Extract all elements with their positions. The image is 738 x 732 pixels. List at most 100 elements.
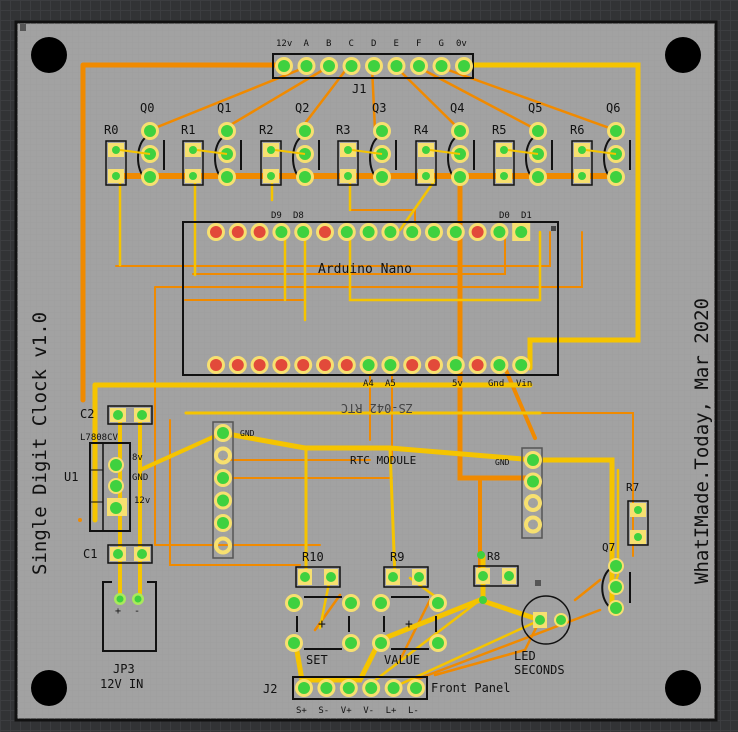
jp3-label: JP3: [113, 662, 135, 676]
pad-center: [515, 226, 528, 238]
minus-label: -: [134, 606, 140, 617]
pad-center: [345, 60, 358, 72]
pad-center: [253, 359, 266, 371]
pad-center: [231, 359, 244, 371]
trace: [274, 149, 306, 155]
mounting-hole: [31, 670, 67, 706]
pad-center: [384, 226, 397, 238]
plus-label: +: [115, 606, 121, 617]
pad-center: [500, 146, 508, 154]
pad-center: [344, 172, 352, 180]
pad-center: [217, 427, 229, 439]
j1-pin-label: 0v: [456, 39, 467, 49]
j2-desc: Front Panel: [431, 681, 510, 695]
pad-center: [340, 359, 353, 371]
pad-center: [376, 171, 388, 183]
j2-pin-label: L-: [408, 706, 419, 716]
pin-label-a4: A4: [363, 379, 374, 389]
resistor-body: [571, 140, 593, 186]
pad-center: [406, 359, 419, 371]
pin-label-d1: D1: [521, 211, 532, 221]
resistor-label: R6: [570, 123, 584, 137]
resistor-body: [260, 140, 282, 186]
pad-center: [189, 172, 197, 180]
pad-center: [454, 125, 466, 137]
trace: [119, 149, 151, 155]
resistor-body: [337, 140, 359, 186]
pad-center: [410, 682, 422, 694]
pad-center: [422, 146, 430, 154]
pad-center: [299, 171, 311, 183]
j1-pin-label: A: [304, 39, 310, 49]
button-label: SET: [306, 653, 328, 667]
button-label: VALUE: [384, 653, 420, 667]
resistor-label: R0: [104, 123, 118, 137]
pad-center: [298, 682, 310, 694]
pad-center: [288, 637, 300, 649]
pad-center: [112, 146, 120, 154]
board-title: Single Digit Clock v1.0: [29, 312, 51, 575]
pad-center: [323, 60, 335, 72]
pad-center: [532, 125, 544, 137]
pad-center: [414, 572, 424, 582]
pad-center: [406, 226, 419, 238]
pad-center: [610, 125, 622, 137]
j1-pin-label: E: [394, 39, 399, 49]
transistor-label: Q5: [528, 101, 542, 115]
pad-center: [532, 171, 544, 183]
pad-center: [297, 226, 310, 238]
pad-center: [326, 572, 336, 582]
pad-center: [375, 637, 387, 649]
pad-center: [267, 146, 275, 154]
transistor-label: Q0: [140, 101, 154, 115]
pad-center: [500, 172, 508, 180]
transistor-label: Q6: [606, 101, 620, 115]
pad-center: [458, 60, 470, 72]
pad-center: [388, 572, 398, 582]
q7-label: Q7: [602, 541, 615, 554]
resistor-label: R5: [492, 123, 506, 137]
pad-center: [210, 226, 222, 238]
pad-center: [231, 226, 244, 238]
pad-center: [384, 359, 397, 371]
pad-center: [432, 597, 444, 609]
pad-center: [297, 359, 310, 371]
pad-center: [217, 517, 229, 529]
pad-center: [428, 226, 440, 238]
pad-center: [454, 171, 466, 183]
pad-center: [319, 359, 331, 371]
j1-label: J1: [352, 82, 366, 96]
pad-center: [300, 572, 310, 582]
pad-center: [428, 359, 440, 371]
trace: [429, 149, 461, 155]
pad-center: [253, 226, 266, 238]
j1-pin-label: G: [439, 39, 444, 49]
rtc-header-left: GND: [212, 421, 255, 559]
pad-center: [413, 60, 425, 72]
pad-center: [527, 475, 539, 488]
pad-center: [435, 60, 448, 72]
pad-center: [345, 597, 357, 609]
pushbutton-value[interactable]: + VALUE: [372, 594, 447, 667]
pad-center: [390, 60, 403, 72]
resistor-label: R10: [302, 550, 324, 564]
regulator-ref: U1: [64, 470, 78, 484]
plus-label: +: [405, 617, 413, 632]
rtc-pin: [214, 446, 232, 465]
pad-center: [365, 682, 378, 694]
trace: [351, 149, 383, 155]
j2-header: J2 Front Panel S+S-V+V-L+L-: [263, 676, 510, 716]
pad-center: [493, 359, 506, 371]
pin-label-d9: D9: [271, 211, 282, 221]
pin-label-vin: Vin: [516, 379, 532, 389]
j2-pin-label: S-: [318, 706, 329, 716]
pad-center: [267, 172, 275, 180]
pushbutton-set[interactable]: +SET: [285, 594, 360, 667]
transistor-label: Q3: [372, 101, 386, 115]
pad-center: [493, 226, 506, 238]
board-credit: WhatIMade.Today, Mar 2020: [691, 298, 713, 584]
reg-pin-gnd: GND: [132, 473, 148, 483]
led-seconds: LED SECONDS: [514, 580, 571, 677]
top-traces: [92, 62, 641, 690]
